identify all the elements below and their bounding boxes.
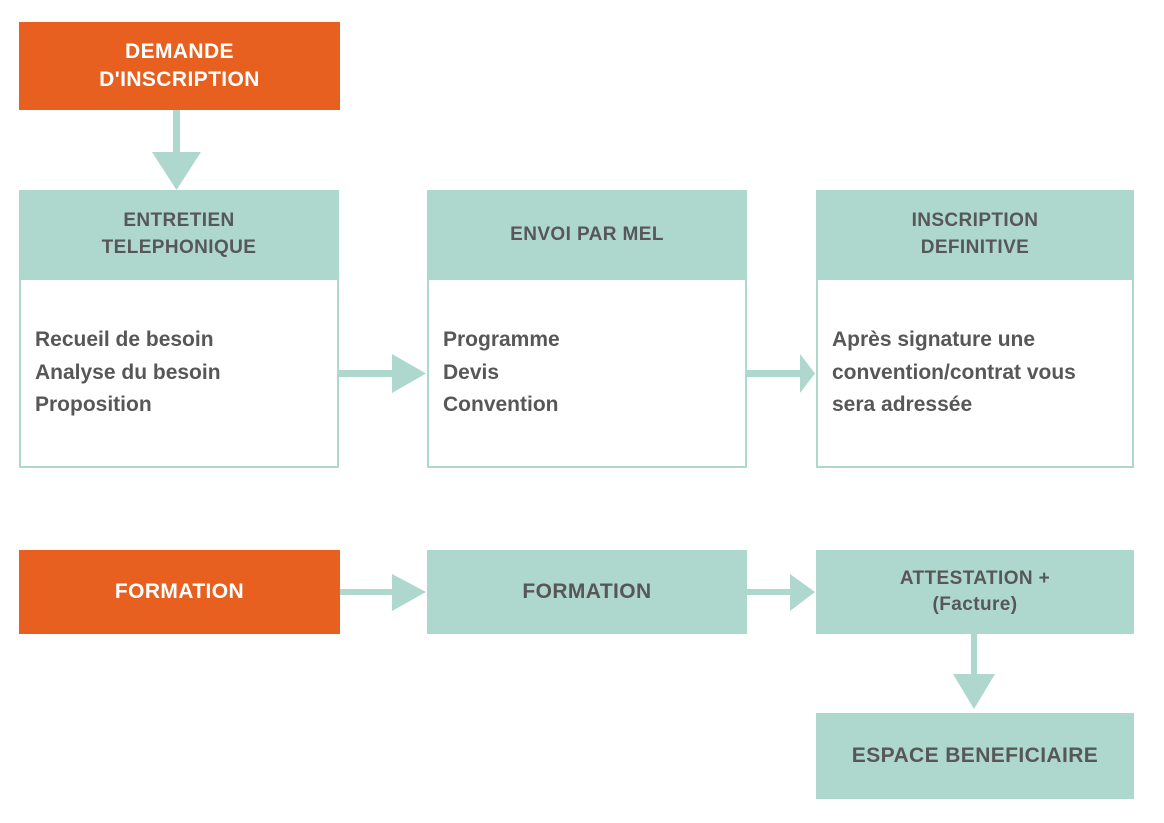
arrow-formation-teal-to-attestation (747, 574, 815, 611)
node-envoi-par-mel[interactable]: ENVOI PAR MEL Programme Devis Convention (427, 190, 747, 468)
node-formation-orange-label: FORMATION (114, 579, 245, 603)
node-inscription-definitive[interactable]: INSCRIPTION DEFINITIVE Après signature u… (816, 190, 1134, 468)
arrow-attestation-to-espace (953, 634, 995, 709)
node-inscription-definitive-header-line1: INSCRIPTION (911, 210, 1039, 232)
node-envoi-par-mel-body-line2: Devis (443, 360, 500, 384)
node-formation-orange[interactable]: FORMATION (19, 550, 340, 634)
node-inscription-definitive-body-text: Après signature une convention/contrat v… (832, 328, 1076, 417)
node-envoi-par-mel-header: ENVOI PAR MEL (427, 190, 747, 280)
node-entretien-telephonique-header-line2: TELEPHONIQUE (101, 237, 257, 258)
node-formation-teal[interactable]: FORMATION (427, 550, 747, 634)
arrow-formation-orange-to-formation-teal (339, 574, 426, 611)
node-envoi-par-mel-header-line1: ENVOI PAR MEL (510, 223, 664, 245)
node-entretien-telephonique-body-line2: Analyse du besoin (35, 360, 221, 384)
node-entretien-telephonique-body-line3: Proposition (35, 393, 152, 417)
arrow-envoi-to-inscription (747, 354, 815, 393)
arrow-entretien-to-envoi (339, 354, 426, 393)
node-demande-inscription[interactable]: DEMANDE D'INSCRIPTION (19, 22, 340, 110)
node-demande-inscription-line2: D'INSCRIPTION (99, 68, 260, 91)
node-attestation-line2: (Facture) (932, 594, 1018, 615)
node-espace-beneficiaire[interactable]: ESPACE BENEFICIAIRE (816, 713, 1134, 799)
node-entretien-telephonique-body: Recueil de besoin Analyse du besoin Prop… (19, 280, 339, 468)
node-attestation-line1: ATTESTATION + (899, 568, 1051, 590)
node-envoi-par-mel-body: Programme Devis Convention (427, 280, 747, 468)
node-demande-inscription-label: DEMANDE D'INSCRIPTION (99, 38, 260, 95)
node-entretien-telephonique[interactable]: ENTRETIEN TELEPHONIQUE Recueil de besoin… (19, 190, 339, 468)
node-demande-inscription-line1: DEMANDE (125, 39, 234, 63)
node-inscription-definitive-body: Après signature une convention/contrat v… (816, 280, 1134, 468)
node-entretien-telephonique-body-line1: Recueil de besoin (35, 328, 214, 352)
node-inscription-definitive-header-line2: DEFINITIVE (920, 237, 1030, 258)
node-espace-beneficiaire-label: ESPACE BENEFICIAIRE (851, 743, 1099, 767)
node-envoi-par-mel-body-line1: Programme (443, 328, 560, 352)
node-envoi-par-mel-body-line3: Convention (443, 393, 559, 417)
node-formation-teal-label: FORMATION (522, 579, 652, 603)
node-attestation-label: ATTESTATION + (Facture) (900, 566, 1050, 617)
node-inscription-definitive-header: INSCRIPTION DEFINITIVE (816, 190, 1134, 280)
node-entretien-telephonique-header-line1: ENTRETIEN (123, 210, 235, 232)
node-attestation[interactable]: ATTESTATION + (Facture) (816, 550, 1134, 634)
node-entretien-telephonique-header: ENTRETIEN TELEPHONIQUE (19, 190, 339, 280)
arrow-demande-to-entretien (152, 110, 201, 190)
